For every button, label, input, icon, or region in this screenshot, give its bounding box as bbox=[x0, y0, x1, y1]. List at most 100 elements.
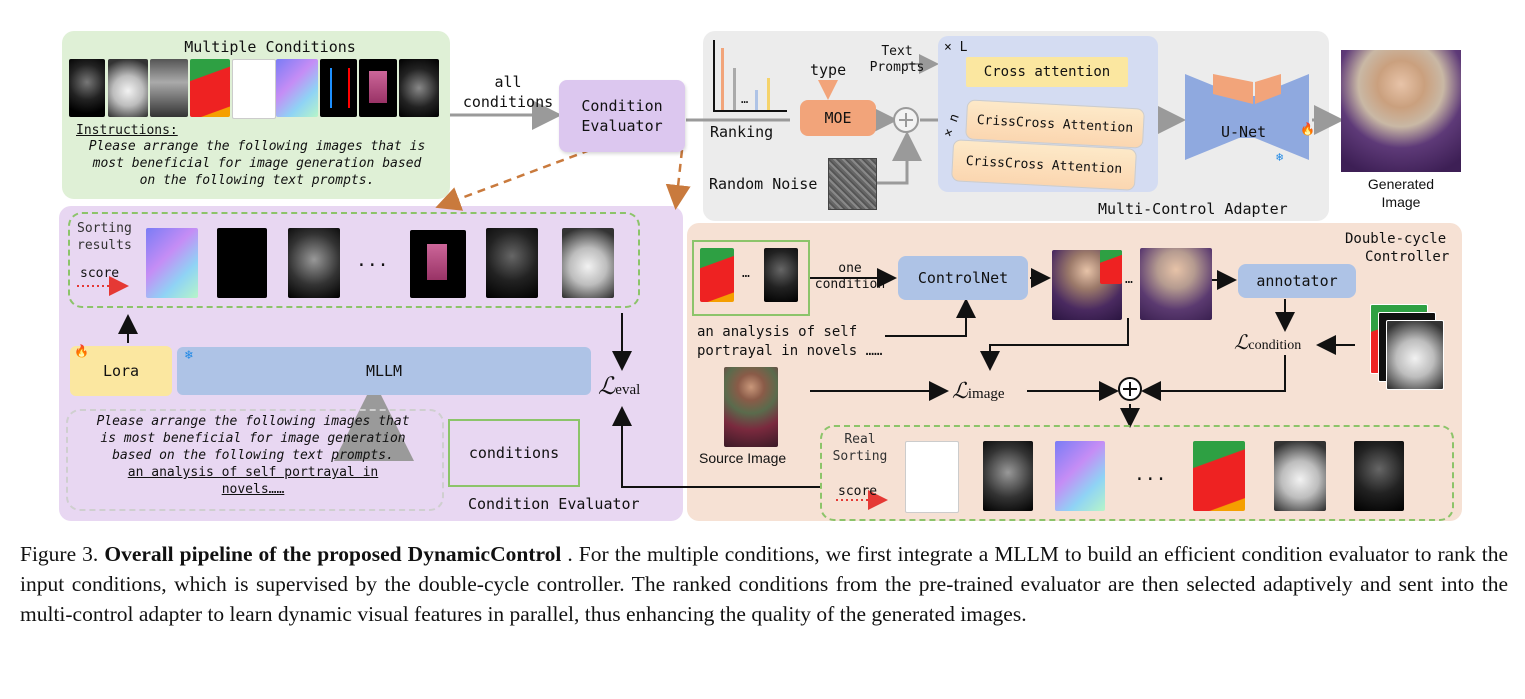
ranking-bar-1 bbox=[721, 48, 724, 110]
ranking-bar-3 bbox=[755, 90, 758, 110]
thumb-pose bbox=[320, 59, 357, 117]
condition-label: condition bbox=[814, 277, 886, 292]
evaluator-prompt-text: Please arrange the following images that… bbox=[70, 413, 436, 498]
sorting-line: Sorting bbox=[832, 449, 888, 464]
sorted-hed bbox=[288, 228, 340, 298]
sorting-results-box bbox=[68, 212, 640, 308]
one-label: one bbox=[838, 261, 862, 276]
lora-box[interactable]: Lora bbox=[70, 346, 172, 396]
moe-label: MOE bbox=[824, 109, 852, 127]
crisscross-attention-label-1: CrissCross Attention bbox=[976, 112, 1134, 136]
real-hed bbox=[983, 441, 1033, 511]
ranking-label: Ranking bbox=[710, 123, 774, 141]
thumb-lineart bbox=[232, 59, 276, 119]
cross-attention-box[interactable]: Cross attention bbox=[966, 57, 1128, 87]
controller-title-line1: Double-cycle bbox=[1345, 231, 1447, 247]
random-noise-image bbox=[828, 158, 877, 210]
real-sorting-box bbox=[820, 425, 1454, 521]
score-label: score bbox=[80, 266, 120, 281]
sorted-photo-inset bbox=[427, 244, 447, 280]
text-prompts-label: Text Prompts bbox=[866, 44, 928, 76]
loss-eval: ℒeval bbox=[598, 372, 640, 401]
ranking-bar-4 bbox=[767, 78, 770, 110]
real-normal bbox=[1055, 441, 1105, 511]
text-prompts-line2: Prompts bbox=[869, 60, 925, 75]
controlnet-output-2 bbox=[1140, 248, 1212, 320]
thumb-hed bbox=[399, 59, 439, 117]
loss-eval-main: ℒ bbox=[598, 374, 616, 400]
conditions-label: conditions bbox=[462, 93, 554, 111]
controlnet-output-seg bbox=[1100, 250, 1122, 284]
thumb-segmentation bbox=[190, 59, 230, 117]
controller-text-line2: portrayal in novels …… bbox=[697, 343, 883, 359]
annotated-stack-3 bbox=[1386, 320, 1444, 390]
condition-evaluator-box[interactable]: Condition Evaluator bbox=[559, 80, 685, 152]
sorting-line1: Sorting bbox=[77, 221, 132, 236]
multiple-conditions-title: Multiple Conditions bbox=[184, 38, 356, 56]
prompt-line-1: Please arrange the following images that bbox=[96, 414, 410, 429]
real-line: Real bbox=[844, 432, 876, 447]
loss-eval-sub: eval bbox=[615, 382, 641, 398]
prompt-link-line-1: an analysis of self portrayal in bbox=[127, 465, 379, 480]
sorting-results-label: Sorting results bbox=[77, 220, 132, 254]
loss-image-sub: image bbox=[967, 386, 1005, 402]
conditions-label: conditions bbox=[468, 444, 560, 462]
prompt-line-2: is most beneficial for image generation bbox=[100, 431, 406, 446]
unet-drawing bbox=[1185, 74, 1309, 160]
loss-condition-main: ℒ bbox=[1234, 332, 1249, 354]
controller-title: Double-cycle Controller bbox=[1345, 230, 1449, 266]
real-ellipsis: ... bbox=[1134, 464, 1167, 485]
mllm-box[interactable]: MLLM bbox=[177, 347, 591, 395]
x-l-label: × L bbox=[944, 40, 968, 55]
prompt-line-3: based on the following text prompts. bbox=[112, 448, 394, 463]
caption-body: . For the multiple conditions, we first … bbox=[20, 542, 1508, 626]
ranking-bar-2 bbox=[733, 68, 736, 110]
generated-image bbox=[1341, 50, 1461, 172]
selected-condition-box bbox=[692, 240, 810, 316]
loss-image: ℒimage bbox=[952, 378, 1005, 404]
lora-label: Lora bbox=[102, 362, 140, 380]
multi-control-adapter-title: Multi-Control Adapter bbox=[1098, 200, 1288, 218]
selected-canny bbox=[764, 248, 798, 302]
pose-lines bbox=[330, 68, 350, 108]
ranking-chart: … bbox=[713, 40, 787, 112]
flame-icon: 🔥 bbox=[1300, 122, 1315, 136]
conditions-box[interactable]: conditions bbox=[448, 419, 580, 487]
condition-evaluator-title: Condition Evaluator bbox=[468, 495, 640, 513]
prompt-link-line-2: novels…… bbox=[221, 482, 285, 497]
annotator-box[interactable]: annotator bbox=[1238, 264, 1356, 298]
controlnet-box[interactable]: ControlNet bbox=[898, 256, 1028, 300]
sorted-ellipsis: ... bbox=[356, 250, 389, 271]
text-prompts-line1: Text bbox=[881, 44, 913, 59]
caption-bold-title: Overall pipeline of the proposed Dynamic… bbox=[104, 542, 562, 566]
evaluator-prompt-box bbox=[66, 409, 444, 511]
condition-evaluator-line2: Evaluator bbox=[581, 117, 663, 135]
unet-label: U-Net bbox=[1221, 123, 1267, 141]
mllm-label: MLLM bbox=[365, 362, 403, 380]
type-label: type bbox=[810, 61, 847, 79]
generated-line2: Image bbox=[1381, 194, 1421, 210]
annotator-label: annotator bbox=[1256, 272, 1338, 290]
all-conditions-label: all conditions bbox=[456, 72, 560, 112]
loss-condition-sub: condition bbox=[1248, 338, 1302, 353]
one-condition-label: one condition bbox=[810, 261, 890, 293]
moe-box[interactable]: MOE bbox=[800, 100, 876, 136]
real-depth bbox=[1274, 441, 1326, 511]
loss-image-main: ℒ bbox=[952, 378, 968, 403]
sorted-depth bbox=[562, 228, 614, 298]
random-noise-label: Random Noise bbox=[709, 175, 818, 193]
instructions-text: Please arrange the following images that… bbox=[88, 139, 426, 188]
cross-attention-label: Cross attention bbox=[983, 64, 1111, 80]
sorted-canny bbox=[486, 228, 538, 298]
real-lineart bbox=[905, 441, 959, 513]
output-ellipsis: … bbox=[1125, 272, 1133, 287]
sorted-normal bbox=[146, 228, 198, 298]
selected-ellipsis: … bbox=[742, 266, 750, 281]
unet-shape bbox=[1183, 68, 1311, 166]
controller-text-line1: an analysis of self bbox=[697, 324, 858, 340]
real-sorting-label: Real Sorting bbox=[828, 431, 892, 465]
mllm-snowflake-icon: ❄ bbox=[185, 348, 193, 363]
real-score-label: score bbox=[838, 484, 878, 499]
instructions-label: Instructions: bbox=[76, 123, 178, 138]
